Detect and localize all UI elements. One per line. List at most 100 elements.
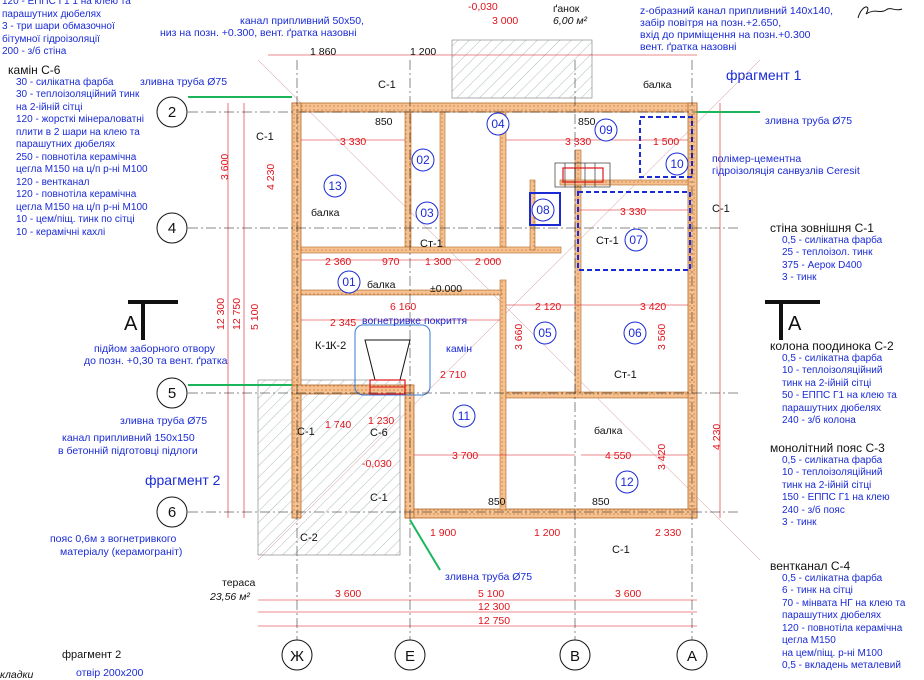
dim-3330-lower: 3 330 [620,206,646,218]
room-13: 13 [328,179,342,193]
spec-belt-title: монолітний пояс С-3 [770,441,885,455]
drain-pipes [188,96,760,571]
drain-mid-left-label: зливна труба Ø75 [120,415,207,427]
axis-label-2: 2 [168,104,176,121]
kamin-layer: 250 - повнотіла керамічна [16,151,137,163]
pidiom-line2: до позн. +0,30 та вент. ґратка [84,355,228,367]
dim-bottom-12300: 12 300 [478,601,510,613]
z-canal-line1: z-образний канал припливний 140х140, [640,5,833,17]
mark-st1-a: Ст-1 [420,238,443,250]
spec-belt-layer: 150 - ЕППС Г1 на клею [782,492,890,503]
dimension-lines [227,54,721,627]
axis-bubble-zh [281,639,313,671]
top-canal-line1: канал припливний 50х50, [240,15,364,27]
kamin-layer: плити в 2 шари на клею та [16,126,140,138]
top-left-note-5: 200 - з/б стіна [2,46,67,57]
axis-bubble-e [394,639,426,671]
polymer-line1: полімер-цементна [712,153,801,165]
room-numbers: 01 02 03 04 05 06 07 08 09 10 11 12 13 [328,117,684,489]
room-04: 04 [491,117,505,131]
spec-belt-layer: 0,5 - силікатна фарба [782,454,883,466]
spec-vent-layer: 0,5 - силікатна фарба [782,572,883,584]
fragment-box-2 [577,191,691,271]
porch-hatch [451,39,593,99]
axis-bubble-2 [156,96,188,128]
spec-column-layer: 0,5 - силікатна фарба [782,352,883,364]
spec-vent-layer: на цем/піщ. р-ні М100 [782,647,883,659]
axis-row-bubbles: 2 4 5 6 [156,96,188,528]
axis-label-4: 4 [168,220,176,237]
spec-column-layer: парашутних дюбелях [782,402,882,414]
dim-1500: 1 500 [653,136,679,148]
otvir-label: отвір 200х200 [76,667,144,679]
spec-wall-title: стіна зовнішня С-1 [770,221,874,235]
mark-st1-b: Ст-1 [596,235,619,247]
dim-2345: 2 345 [330,317,356,329]
spec-vent-layer: цегла М150 [782,635,836,646]
room-02: 02 [416,153,430,167]
pidiom-line1: підйом заборного отвору [94,343,216,355]
spec-vent-layer: 120 - повнотіла керамічна [782,622,903,634]
dim-1230: 1 230 [368,415,394,427]
spec-column-layer: тинк на 2-ійній сітці [782,377,872,389]
spec-column-title: колона поодинока С-2 [770,339,894,353]
dim-vertical-4230: 4 230 [265,164,277,190]
dim-2710: 2 710 [440,369,466,381]
axis-bubble-5 [156,377,188,409]
section-marker-left: А [124,300,178,340]
section-a-left-label: А [124,313,138,335]
dim-850-b: 850 [578,116,596,128]
kamin-layer: 10 - керамічні кахлі [16,226,106,238]
dim-1900: 1 900 [430,527,456,539]
spec-wall-layer: 0,5 - силікатна фарба [782,234,883,246]
dim-bottom-3600a: 3 600 [335,588,361,600]
kamin-layer: 30 - теплоізоляційний тинк [16,89,140,100]
spec-vent: вентканал С-4 0,5 - силікатна фарба 6 - … [770,560,924,673]
balka-3: балка [643,79,672,91]
terrace-hatch [257,379,401,556]
spec-vent-title: вентканал С-4 [770,559,851,573]
dim-top-3000: 3 000 [492,15,518,27]
z-canal-line4: вент. ґратка назовні [640,41,737,53]
room-markers [323,112,689,494]
spec-belt-layer: 240 - з/б пояс [782,504,845,516]
dim-2120: 2 120 [535,301,561,313]
dim-vertical-5100: 5 100 [249,304,261,330]
ganok-label: ґанок [553,3,580,15]
fragment-1-label: фрагмент 1 [726,67,802,83]
drain-top-right-label: зливна труба Ø75 [765,115,852,127]
dim-vertical-4230-right: 4 230 [711,424,723,450]
kamin-layer: 120 - вентканал [16,176,90,188]
mark-c1-left: С-1 [256,131,274,143]
balka-2: балка [367,279,396,291]
kladky-label: кладки [0,669,33,680]
mark-c1-right: С-1 [712,203,730,215]
room-12: 12 [620,475,634,489]
room-01: 01 [342,275,356,289]
dim-3330-right: 3 330 [565,136,591,148]
dim-1860: 1 860 [310,46,336,58]
spec-vent-layer: 0,5 - вкладень металевий [782,660,901,671]
annotation-texts: канал припливний 50х50, низ на позн. +0.… [0,1,860,680]
axis-label-v: В [570,648,580,665]
dim-1200-top: 1 200 [410,46,436,58]
dim-vertical-12750: 12 750 [231,298,243,330]
dim-vertical-3600: 3 600 [219,154,231,180]
spec-wall-layer: 375 - Аерок D400 [782,259,862,271]
axis-bubble-6 [156,496,188,528]
dim-850-d: 850 [592,496,610,508]
belt-line2: матеріалу (керамограніт) [60,546,182,558]
construction-lines [257,59,761,561]
mark-k2: К-2 [330,340,346,352]
terrace-area: 23,56 м² [209,591,250,603]
room-08: 08 [536,203,550,217]
mark-k1: К-1 [315,340,331,352]
spec-wall: стіна зовнішня С-1 0,5 - силікатна фарба… [770,222,920,285]
spec-vent-layer: 6 - тинк на сітці [782,585,853,596]
top-left-note-3: 3 - три шари обмазочної [2,21,115,32]
kamin-layer: 120 - жорсткі мінераловатні [16,114,145,125]
dim-1740: 1 740 [325,419,351,431]
interior-walls [300,111,689,511]
top-canal-line2: низ на позн. +0.300, вент. ґратка назовн… [160,27,357,39]
